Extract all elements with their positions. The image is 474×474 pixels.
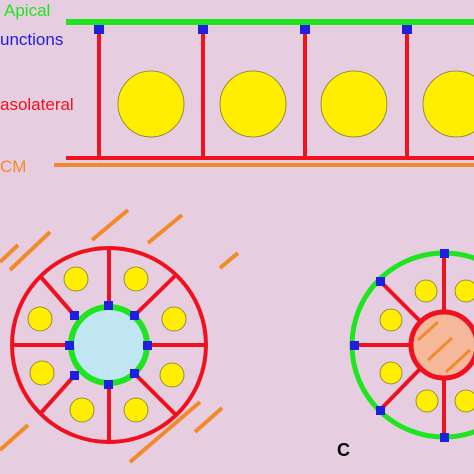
ecm-fiber-icon [218,251,240,270]
tight-junction-icon [440,433,449,442]
tight-junction-icon [198,25,208,34]
nucleus-icon [379,361,403,385]
ecm-fibers-left [0,208,240,464]
ecm-fiber-icon [426,336,454,362]
flat-epithelium [54,19,474,167]
nucleus-icon [422,70,474,138]
tight-junction-icon [376,406,385,415]
lateral-membrane [38,374,76,416]
label-basolateral: asolateral [0,95,74,114]
cyst-left [10,246,208,444]
nucleus-icon [414,279,438,303]
tight-junction-icon [65,341,74,350]
tight-junction-icon [104,301,113,310]
ecm-fiber-icon [8,230,52,272]
ecm-fiber-icon [0,243,20,264]
nucleus-icon [415,389,439,413]
nucleus-icon [159,362,185,388]
nucleus-icon [123,266,149,292]
lateral-membrane [133,372,177,416]
tight-junction-icon [376,277,385,286]
tight-junction-icon [300,25,310,34]
ecm-fiber-icon [444,348,472,374]
lateral-membrane [38,274,76,317]
nucleus-icon [379,308,403,332]
tight-junction-icon [130,369,139,378]
tight-junction-icon [402,25,412,34]
nucleus-icon [454,389,474,413]
tight-junction-icon [143,341,152,350]
nucleus-icon [161,306,187,332]
tight-junction-icon [350,341,359,350]
tight-junction-icon [440,249,449,258]
tight-junction-icon [70,311,79,320]
nucleus-icon [320,70,388,138]
lateral-membrane [378,279,422,323]
ecm-fiber-icon [90,208,130,242]
nucleus-icon [29,360,55,386]
nucleus-icon [27,306,53,332]
cyst-right [349,249,474,442]
nucleus-icon [117,70,185,138]
label-ecm: CM [0,157,26,176]
lateral-membrane [378,367,422,412]
tight-junction-icon [94,25,104,34]
tight-junction-icon [104,380,113,389]
ecm-fiber-icon [0,423,30,452]
nucleus-icon [123,397,149,423]
nucleus-icon [69,397,95,423]
lateral-membrane [133,274,177,317]
label-junctions: unctions [0,30,63,49]
tight-junction-icon [70,371,79,380]
nucleus-icon [63,266,89,292]
panel-label-c: C [337,440,350,460]
ecm-fiber-icon [193,406,224,434]
ecm-fiber-icon [146,213,184,245]
ecm-fiber-icon [128,400,202,464]
nucleus-icon [219,70,287,138]
nucleus-icon [454,279,474,303]
tight-junction-icon [130,311,139,320]
ecm-fiber-icon [416,320,440,342]
label-apical: Apical [4,1,50,20]
